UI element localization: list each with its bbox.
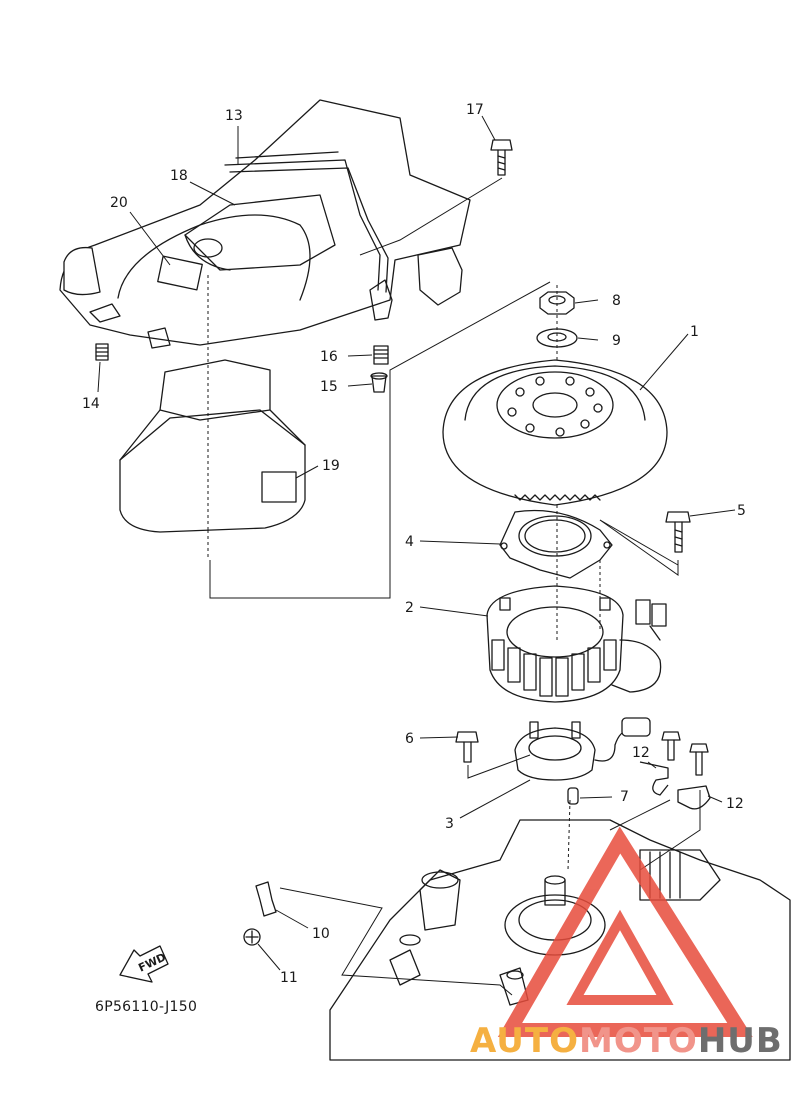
watermark-triangle-icon [497,826,753,1037]
callout-16: 16 [320,349,338,365]
watermark-moto: MOTO [579,1021,698,1061]
fwd-arrow-icon: FWD [119,945,169,983]
callout-3: 3 [445,816,454,832]
callout-1: 1 [690,324,699,340]
pin-7 [567,787,579,805]
spring-16 [373,345,389,365]
callout-2: 2 [405,600,414,616]
callout-9: 9 [612,333,621,349]
watermark-hub: HUB [698,1021,783,1061]
watermark-logo [497,826,753,1037]
callout-6: 6 [405,731,414,747]
watermark-auto: AUTO [470,1021,579,1061]
callout-8: 8 [612,293,621,309]
washer-9 [536,328,578,348]
bolt-6 [455,731,479,763]
callout-10: 10 [312,926,330,942]
callout-12-a: 12 [632,745,650,761]
screw-11 [243,928,261,946]
collar-15 [370,372,388,393]
flywheel-rotor [442,359,668,506]
clamp-12a [639,731,681,796]
callout-4: 4 [405,534,414,550]
callout-14: 14 [82,396,100,412]
callout-7: 7 [620,789,629,805]
stator-base-4 [499,509,613,579]
spring-14 [95,343,109,361]
bracket-10 [255,881,277,917]
callout-11: 11 [280,970,298,986]
callout-12-b: 12 [726,796,744,812]
bolt-17 [490,139,513,176]
svg-text:AUTOMOTOHUB: AUTOMOTOHUB [470,1021,783,1061]
callout-17: 17 [466,102,484,118]
pulser-coil-3 [514,717,651,781]
callout-5: 5 [737,503,746,519]
callout-15: 15 [320,379,338,395]
bolt-5 [665,511,691,553]
callout-20: 20 [110,195,128,211]
callout-19: 19 [322,458,340,474]
callout-18: 18 [170,168,188,184]
stator-2 [486,585,667,703]
watermark-inner-triangle-icon [566,909,674,1005]
flywheel-cover [59,99,471,533]
diagram-code: 6P56110-J150 [95,999,197,1015]
callout-13: 13 [225,108,243,124]
clamp-12b [677,743,711,810]
